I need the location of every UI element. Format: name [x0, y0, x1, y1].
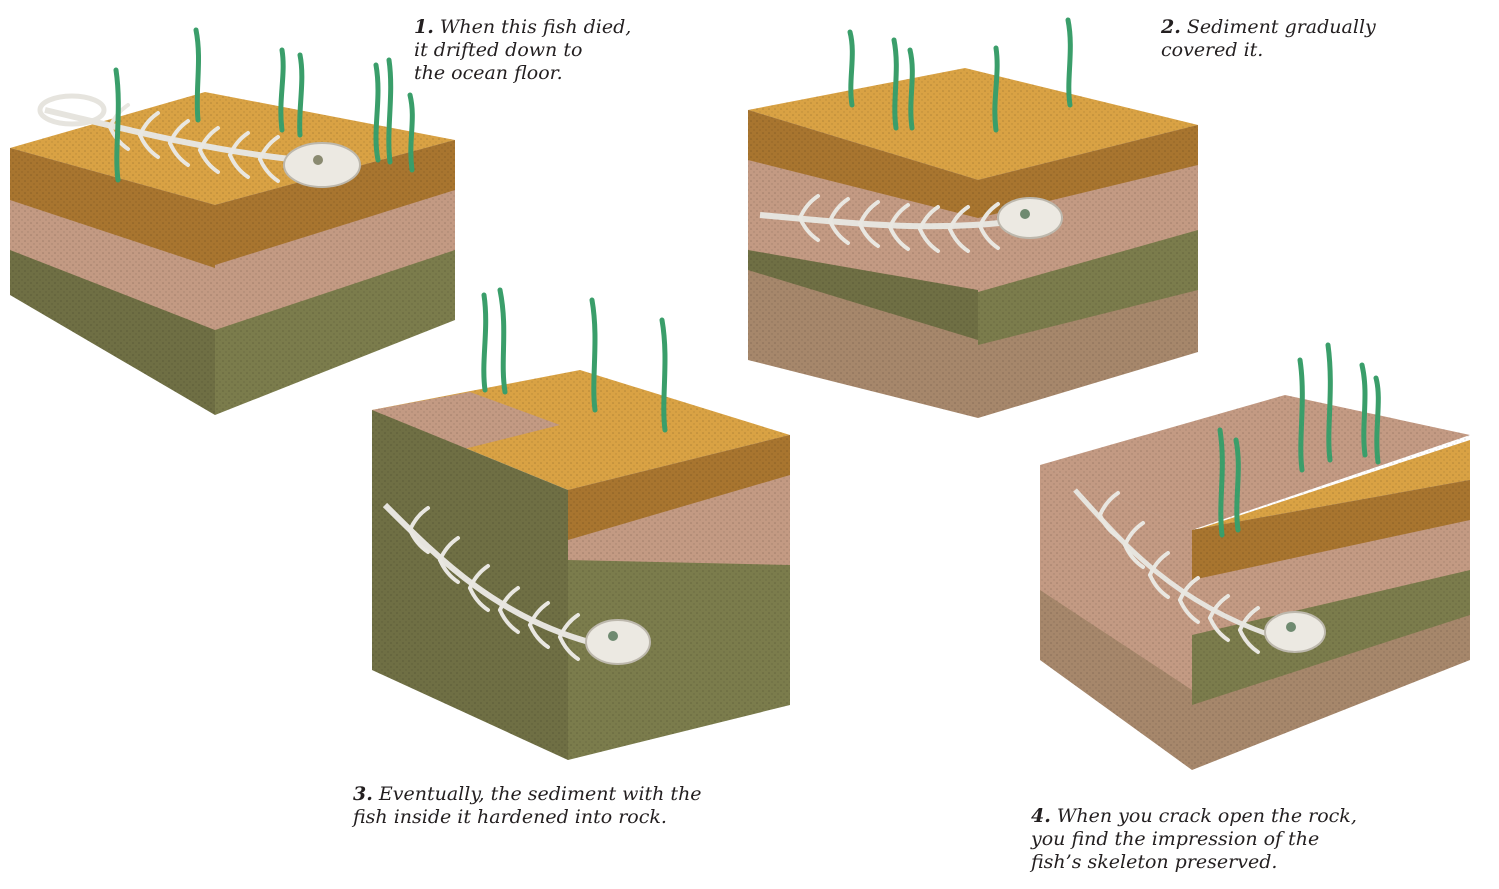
caption-step-4: 4. When you crack open the rock, you fin…: [1031, 805, 1473, 874]
step-number: 4.: [1031, 805, 1051, 827]
block-1-ocean-floor: [10, 30, 455, 415]
block-3-hardened-rock: [372, 290, 790, 760]
caption-line: the ocean floor.: [436, 62, 736, 85]
caption-line: fish’s skeleton preserved.: [1053, 851, 1473, 874]
caption-line: you find the impression of the: [1053, 828, 1473, 851]
block-4-cracked-rock: [1040, 345, 1470, 770]
step-number: 3.: [353, 783, 373, 805]
caption-step-1: 1. When this fish died, it drifted down …: [414, 16, 736, 85]
caption-line: Eventually, the sediment with the: [379, 783, 702, 805]
caption-line: When this fish died,: [440, 16, 631, 38]
caption-step-3: 3. Eventually, the sediment with the fis…: [353, 783, 795, 829]
caption-line: fish inside it hardened into rock.: [375, 806, 795, 829]
step-number: 1.: [414, 16, 434, 38]
block-2-sediment-covered: [748, 20, 1198, 418]
caption-line: it drifted down to: [436, 39, 736, 62]
step-number: 2.: [1161, 16, 1181, 38]
caption-line: covered it.: [1183, 39, 1483, 62]
caption-line: When you crack open the rock,: [1057, 805, 1357, 827]
caption-line: Sediment gradually: [1187, 16, 1376, 38]
caption-step-2: 2. Sediment gradually covered it.: [1161, 16, 1483, 62]
